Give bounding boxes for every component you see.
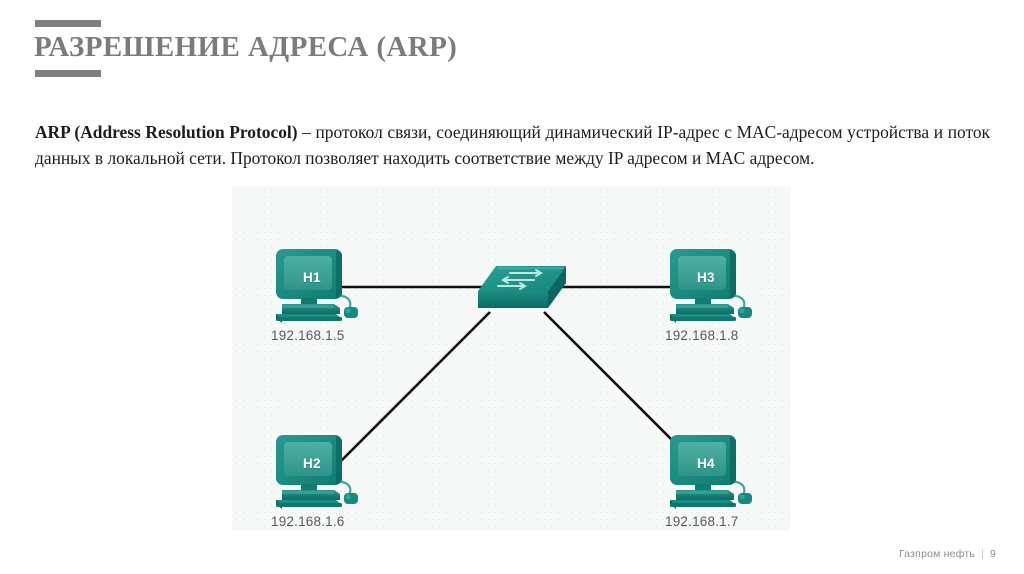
body-rest: – протокол связи, соединяющий динамическ… bbox=[35, 122, 990, 168]
page-title: РАЗРЕШЕНИЕ АДРЕСА (ARP) bbox=[34, 31, 458, 63]
ip-label-h2: 192.168.1.6 bbox=[271, 514, 345, 529]
footer-page-number: 9 bbox=[989, 548, 996, 560]
body-paragraph: ARP (Address Resolution Protocol) – прот… bbox=[35, 120, 990, 171]
host-icon-h3[interactable] bbox=[668, 248, 754, 325]
footer-brand: Газпром нефть bbox=[898, 548, 976, 560]
ip-label-h4: 192.168.1.7 bbox=[665, 514, 739, 529]
host-label-h3: H3 bbox=[697, 270, 715, 285]
host-label-h2: H2 bbox=[303, 456, 321, 471]
link-switch-h2 bbox=[339, 311, 491, 463]
body-lead: ARP (Address Resolution Protocol) bbox=[35, 122, 298, 143]
slide-footer: Газпром нефть | 9 bbox=[899, 548, 996, 560]
ip-label-h1: 192.168.1.5 bbox=[271, 328, 345, 343]
switch-icon[interactable] bbox=[477, 265, 567, 309]
ip-label-h3: 192.168.1.8 bbox=[665, 328, 739, 343]
host-label-h4: H4 bbox=[697, 456, 715, 471]
host-label-h1: H1 bbox=[303, 270, 321, 285]
link-switch-h4 bbox=[543, 311, 695, 463]
host-icon-h4[interactable] bbox=[668, 434, 754, 511]
title-rule-top bbox=[35, 20, 101, 27]
network-links bbox=[339, 285, 695, 463]
network-diagram: H1 H2 H3 H4 192.168.1.5 192.168.1.6 192.… bbox=[232, 186, 790, 531]
title-rule-bottom bbox=[35, 70, 101, 77]
network-diagram-svg bbox=[274, 248, 754, 511]
footer-separator: | bbox=[981, 548, 984, 560]
host-icon-h2[interactable] bbox=[274, 434, 360, 511]
